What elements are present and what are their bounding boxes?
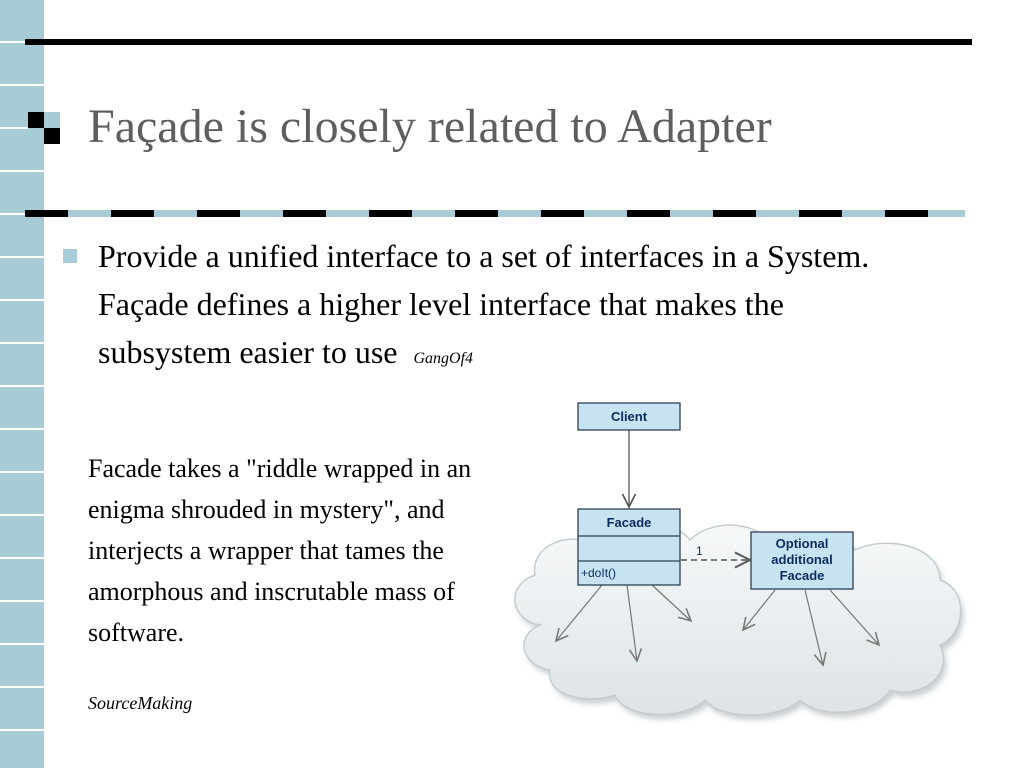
top-rule bbox=[25, 39, 972, 45]
optional-facade-box: Optional additional Facade bbox=[750, 531, 854, 590]
checker-square-icon bbox=[28, 112, 60, 144]
optional-label-line3: Facade bbox=[780, 568, 825, 583]
bullet-text: Provide a unified interface to a set of … bbox=[98, 232, 918, 383]
optional-label-line2: additional bbox=[771, 552, 832, 567]
dependency-multiplicity: 1 bbox=[696, 544, 703, 558]
optional-label-line1: Optional bbox=[776, 536, 829, 551]
slide-title: Façade is closely related to Adapter bbox=[88, 100, 772, 153]
bullet-reference: GangOf4 bbox=[413, 350, 474, 367]
facade-class-box: Facade +doIt() bbox=[577, 508, 681, 586]
client-class-box: Client bbox=[577, 402, 681, 431]
quote-text: Facade takes a "riddle wrapped in an eni… bbox=[88, 454, 472, 647]
bullet-body: Provide a unified interface to a set of … bbox=[98, 238, 870, 370]
facade-uml-diagram: 1 Client Facade +doIt() Optional additio… bbox=[514, 402, 964, 720]
quote-source: SourceMaking bbox=[88, 693, 193, 713]
client-label: Client bbox=[611, 409, 648, 424]
dashed-divider bbox=[25, 210, 965, 217]
facade-method: +doIt() bbox=[581, 566, 616, 580]
facade-label: Facade bbox=[607, 515, 652, 530]
subsystem-arrows bbox=[554, 584, 881, 667]
bullet-marker bbox=[63, 249, 77, 263]
